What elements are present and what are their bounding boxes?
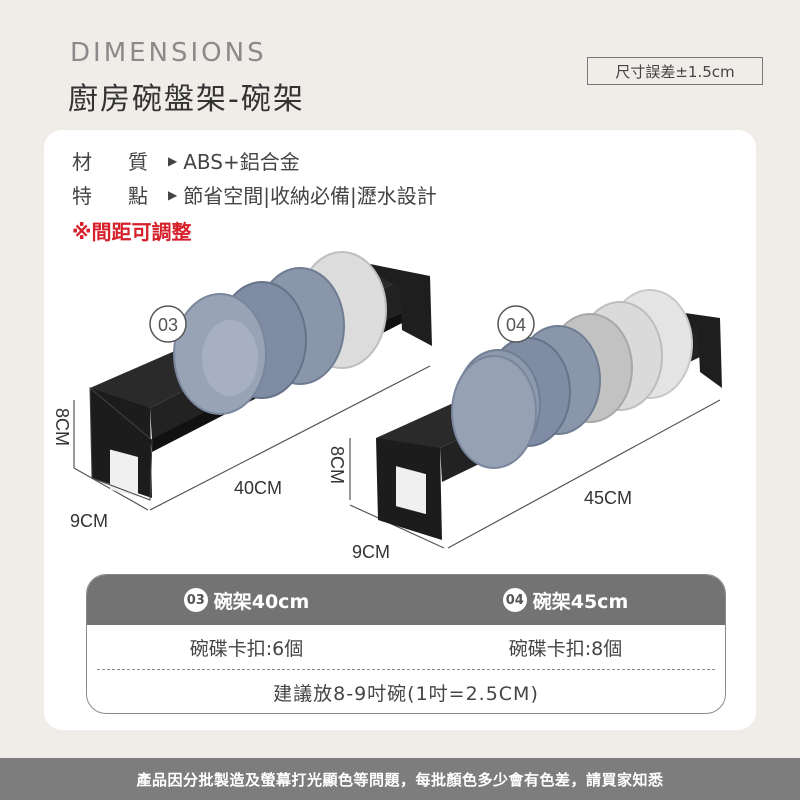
- table-header-col2: 04 碗架45cm: [406, 575, 725, 625]
- table-footer: 建議放8-9吋碗(1吋=2.5CM): [273, 682, 539, 705]
- plates-04: [451, 289, 693, 469]
- depth-label-03: 9CM: [70, 511, 108, 531]
- col2-title: 碗架45cm: [532, 590, 629, 613]
- spec-value: 節省空間|收納必備|瀝水設計: [183, 184, 437, 208]
- play-arrow-icon: ▶: [168, 153, 178, 168]
- page-title: 廚房碗盤架-碗架: [68, 82, 305, 117]
- badge-03: 03: [149, 305, 187, 343]
- length-label-04: 45CM: [584, 488, 632, 508]
- length-line-04: [447, 399, 721, 549]
- badge-icon: 03: [183, 588, 208, 612]
- dimensions-kicker: DIMENSIONS: [70, 38, 267, 68]
- height-label-04: 8CM: [327, 446, 347, 484]
- col2-value: 碗碟卡扣:8個: [508, 637, 623, 660]
- plates-03: [173, 251, 387, 415]
- disclaimer-footer: 產品因分批製造及螢幕打光顯色等問題，每批顏色多少會有色差，請買家知悉: [0, 758, 800, 800]
- dashed-divider: [97, 669, 715, 670]
- spec-label-1: 材: [72, 150, 92, 174]
- spec-label-2: 點: [128, 184, 148, 208]
- spec-label-1: 特: [72, 184, 92, 208]
- badge-03-label: 03: [158, 315, 178, 335]
- play-arrow-icon: ▶: [168, 187, 178, 202]
- spec-value: ABS+鋁合金: [183, 150, 300, 174]
- dimension-lines: [73, 365, 721, 549]
- length-line-03: [149, 365, 431, 511]
- spec-material: 材 質 ▶ ABS+鋁合金: [72, 146, 300, 175]
- depth-label-04: 9CM: [352, 542, 390, 562]
- table-header: 03 碗架40cm 04 碗架45cm: [87, 575, 725, 625]
- col1-value: 碗碟卡扣:6個: [189, 637, 304, 660]
- col1-title: 碗架40cm: [213, 590, 310, 613]
- badge-icon: 04: [502, 588, 527, 612]
- table-header-col1: 03 碗架40cm: [87, 575, 406, 625]
- badge-04: 04: [497, 305, 535, 343]
- spec-table: 03 碗架40cm 04 碗架45cm 碗碟卡扣:6個 碗碟卡扣:8個 建議放8…: [86, 574, 726, 714]
- spec-features: 特 點 ▶ 節省空間|收納必備|瀝水設計: [72, 180, 437, 209]
- table-row: 碗碟卡扣:6個 碗碟卡扣:8個: [87, 625, 725, 669]
- badge-04-label: 04: [506, 315, 526, 335]
- spec-label-2: 質: [128, 150, 148, 174]
- adjustable-note: ※間距可調整: [72, 220, 192, 244]
- length-label-03: 40CM: [234, 478, 282, 498]
- depth-line-04: [349, 504, 445, 549]
- tolerance-box: 尺寸誤差±1.5cm: [587, 57, 763, 85]
- height-label-03: 8CM: [52, 408, 72, 446]
